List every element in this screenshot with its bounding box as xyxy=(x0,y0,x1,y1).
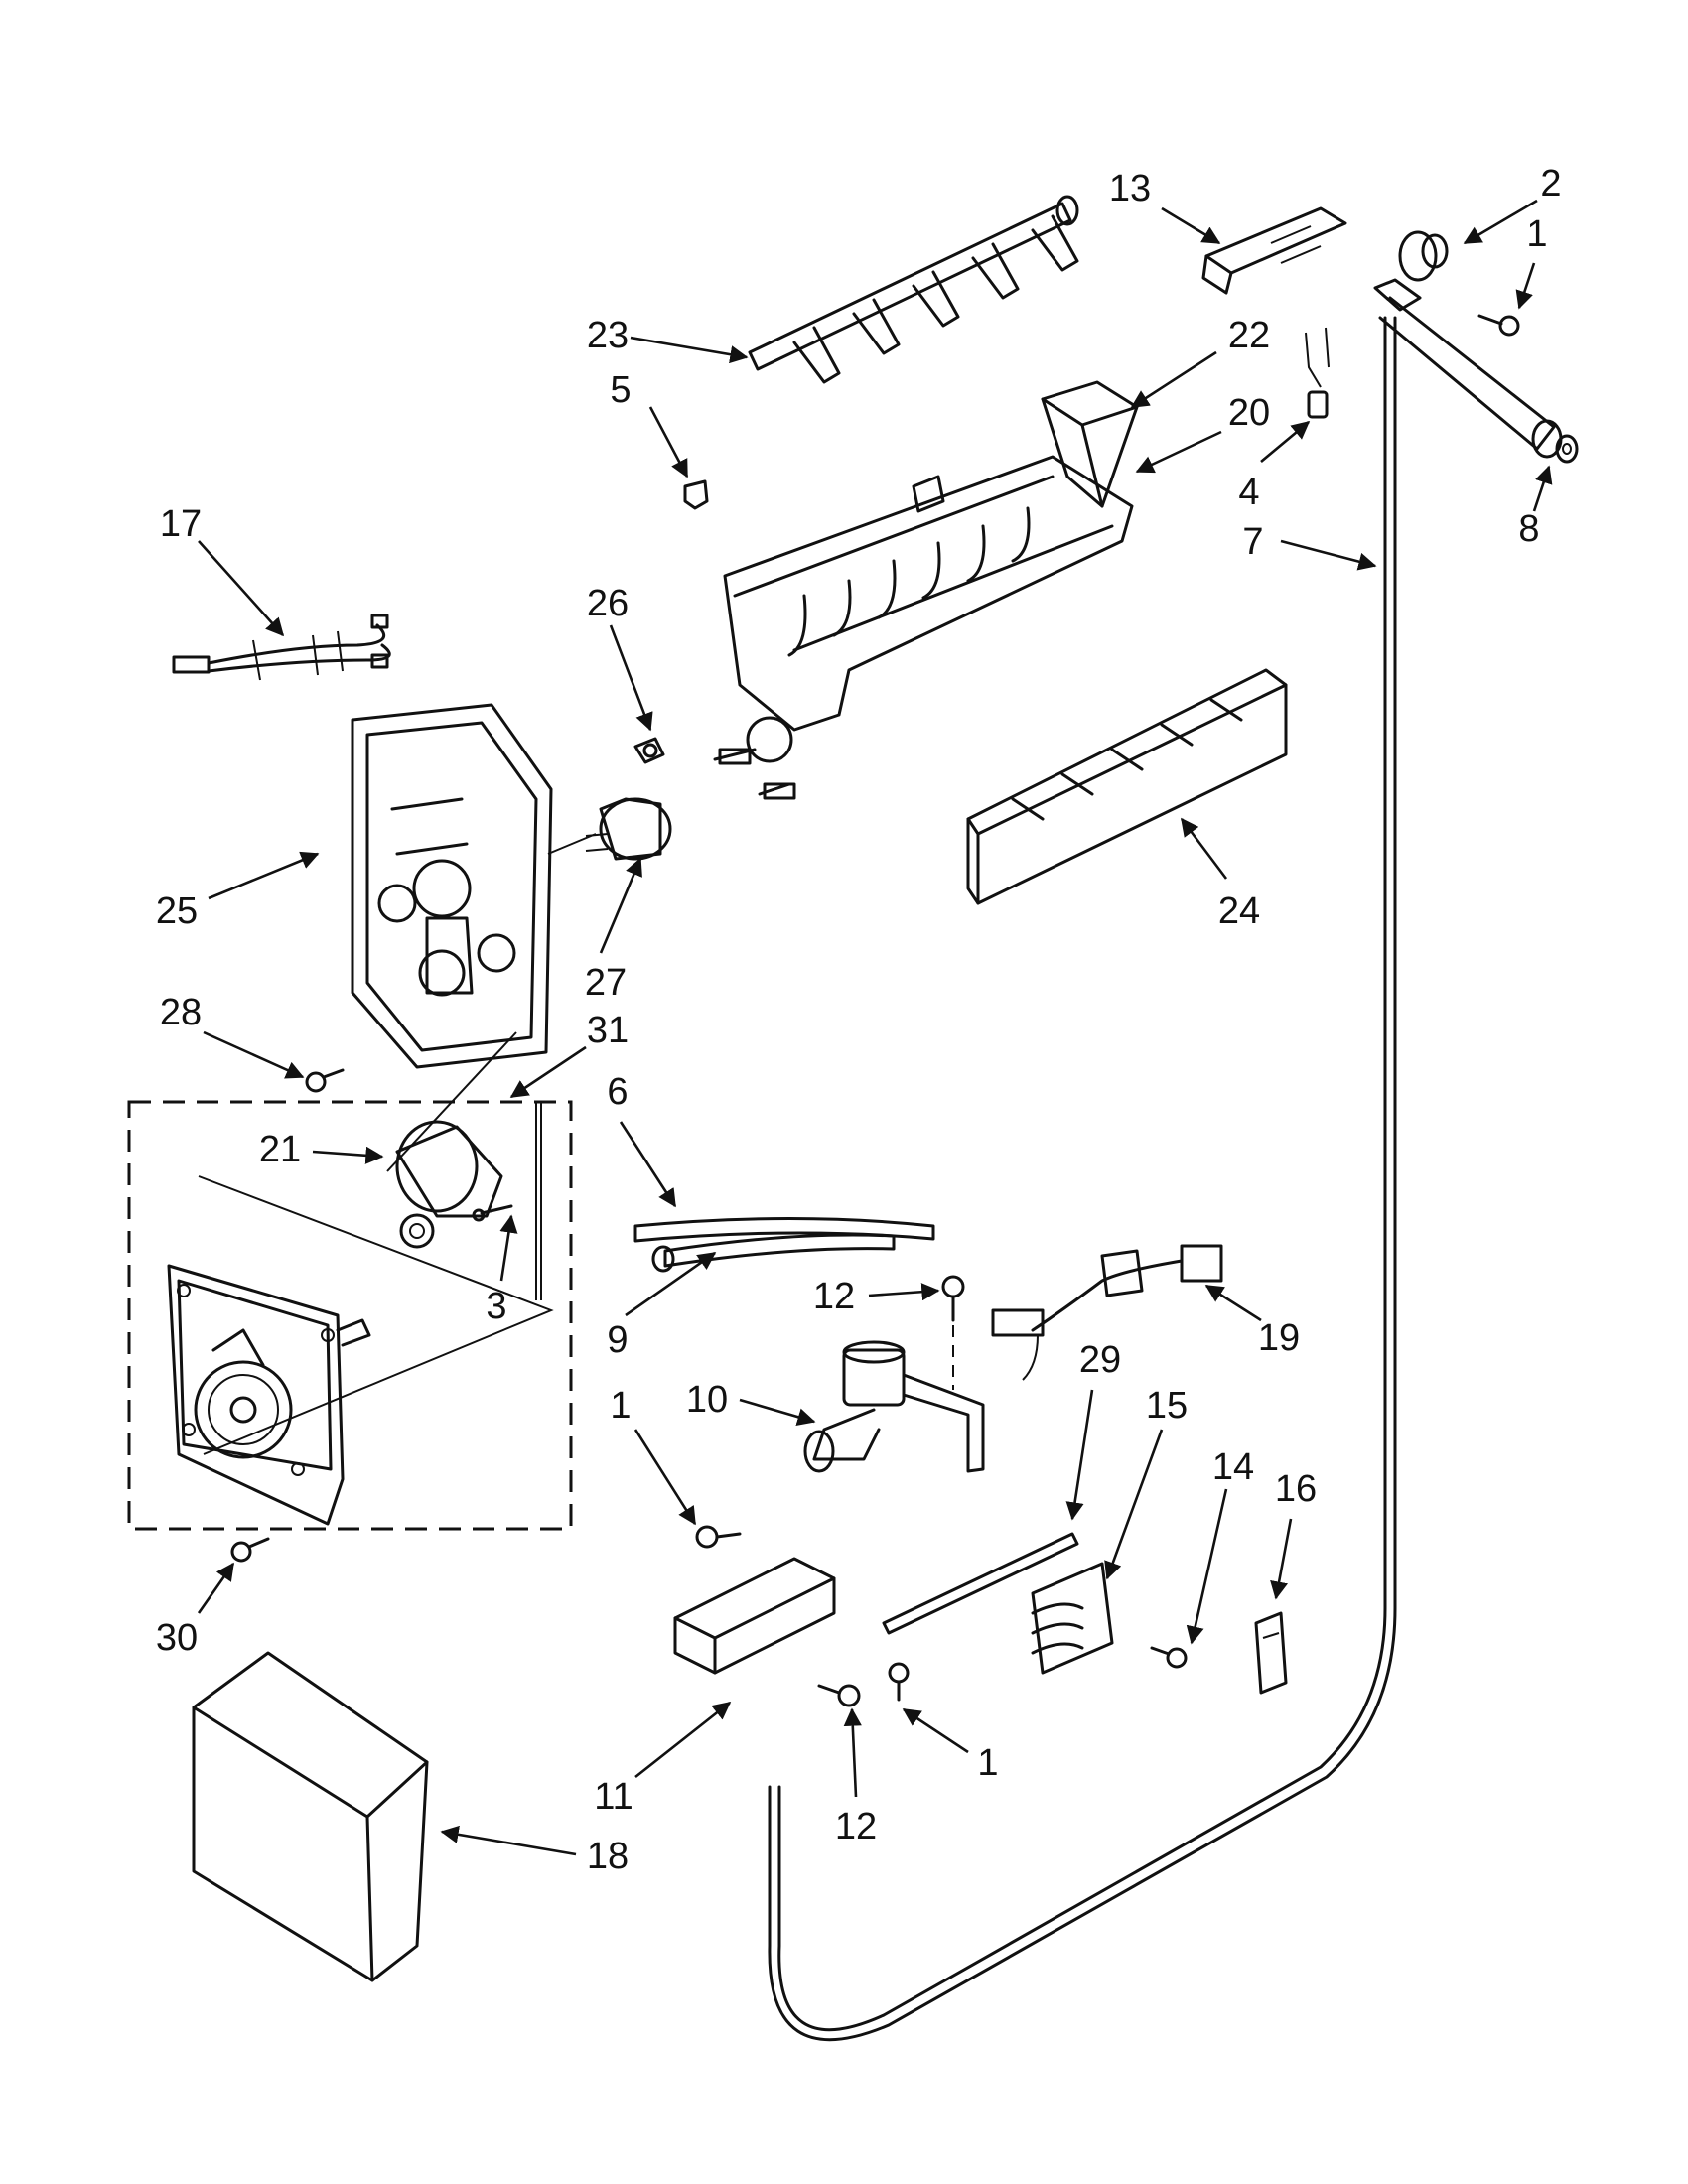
callout-4: 4 xyxy=(1238,472,1259,513)
part-tubes xyxy=(633,1217,935,1273)
callout-12: 12 xyxy=(835,1806,877,1847)
part-fill-tube xyxy=(768,230,1579,2042)
callout-13: 13 xyxy=(1109,168,1151,209)
callout-21: 21 xyxy=(259,1129,301,1170)
callout-9: 9 xyxy=(607,1319,628,1361)
part-ice-mold xyxy=(713,455,1134,800)
callout-31: 31 xyxy=(587,1010,629,1051)
part-bracket-11 xyxy=(673,1525,861,1707)
part-cover-13 xyxy=(1201,206,1347,295)
callout-28: 28 xyxy=(160,992,202,1033)
part-gear-plate xyxy=(167,1264,371,1526)
part-stripper xyxy=(966,668,1288,905)
callout-19: 19 xyxy=(1258,1317,1300,1359)
callout-10: 10 xyxy=(686,1379,728,1421)
callout-20: 20 xyxy=(1228,392,1270,434)
callout-1: 1 xyxy=(977,1742,998,1784)
callout-1: 1 xyxy=(1526,213,1547,255)
callout-25: 25 xyxy=(156,890,198,932)
part-ejector-shaft xyxy=(748,195,1079,384)
callout-labels: 13 2 1 23 22 5 20 4 8 7 17 26 25 24 28 2… xyxy=(156,163,1562,1877)
part-water-valve xyxy=(803,1340,985,1473)
callout-26: 26 xyxy=(587,583,629,624)
callout-3: 3 xyxy=(486,1286,506,1327)
part-motor xyxy=(395,1102,542,1300)
callout-2: 2 xyxy=(1540,163,1561,205)
callout-16: 16 xyxy=(1275,1468,1317,1510)
callout-11: 11 xyxy=(594,1776,633,1818)
callout-5: 5 xyxy=(610,369,631,411)
part-screw-28 xyxy=(305,1068,345,1093)
callout-22: 22 xyxy=(1228,315,1270,356)
callout-6: 6 xyxy=(607,1071,628,1113)
callout-1: 1 xyxy=(610,1385,631,1427)
part-bracket-22 xyxy=(1041,380,1139,508)
callout-7: 7 xyxy=(1242,521,1263,563)
callout-15: 15 xyxy=(1146,1385,1188,1427)
part-screw-3 xyxy=(472,1204,513,1222)
callout-14: 14 xyxy=(1212,1446,1254,1488)
callout-30: 30 xyxy=(156,1617,198,1659)
part-wire-harness-19 xyxy=(991,1244,1223,1381)
leader-lines xyxy=(197,199,1553,1856)
callout-24: 24 xyxy=(1218,890,1260,932)
callout-29: 29 xyxy=(1079,1339,1121,1381)
callout-27: 27 xyxy=(585,962,627,1004)
part-wire-harness xyxy=(172,614,391,681)
callout-18: 18 xyxy=(587,1836,629,1877)
part-cover-18 xyxy=(192,1651,429,1982)
part-switch-16 xyxy=(1254,1611,1288,1695)
part-kit-31 xyxy=(127,1031,573,1531)
callout-12: 12 xyxy=(813,1276,855,1317)
part-26-27 xyxy=(585,737,672,861)
part-heater-assembly xyxy=(882,1532,1188,1702)
callout-8: 8 xyxy=(1518,508,1539,550)
callout-17: 17 xyxy=(160,503,202,545)
callout-23: 23 xyxy=(587,315,629,356)
part-thermostat xyxy=(1305,327,1330,419)
part-module-housing xyxy=(351,703,597,1069)
part-screw-12a xyxy=(941,1275,965,1390)
part-clip-5 xyxy=(683,479,709,510)
part-screw-30 xyxy=(230,1537,270,1563)
